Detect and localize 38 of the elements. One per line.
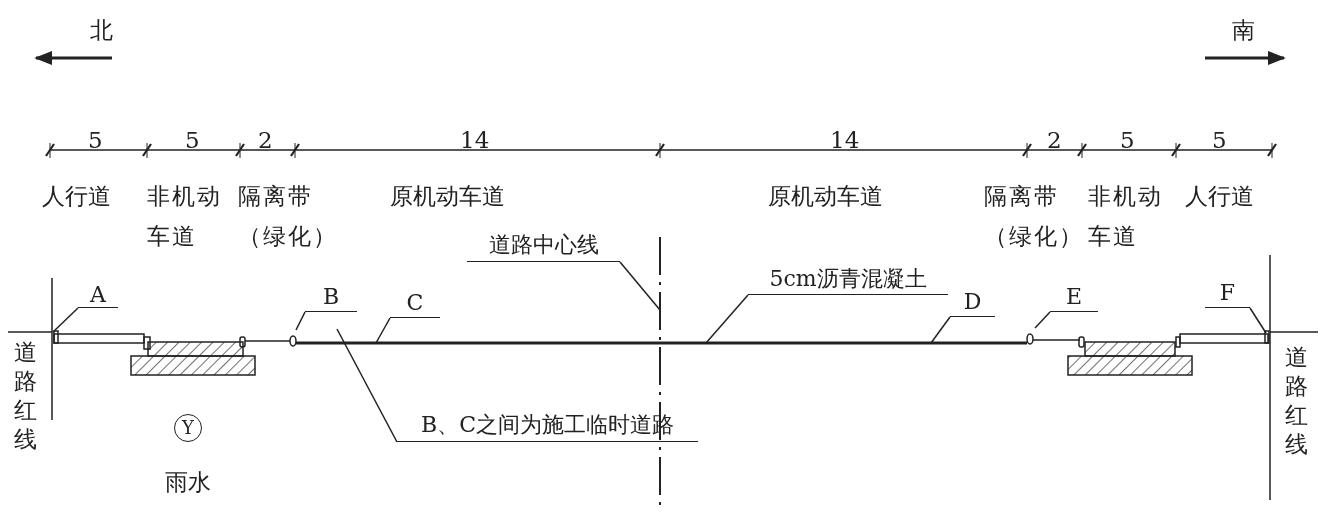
lane-label: 原机动车道: [768, 182, 883, 211]
callout-label: 道路中心线: [467, 232, 620, 262]
leader-line: [375, 317, 391, 344]
dimension-value: 5: [185, 126, 200, 155]
leader-line: [705, 294, 749, 344]
lane-label: 人行道: [1185, 182, 1254, 211]
dimension-value: 14: [460, 126, 490, 155]
leader-line: [1249, 307, 1267, 334]
leader-line: [619, 261, 661, 311]
boundary-label: 道路红线: [14, 338, 38, 454]
callout-label: D: [950, 289, 995, 317]
leader-line: [930, 316, 951, 344]
lane-label: 非机动车道: [147, 182, 223, 251]
dimension-value: 2: [258, 126, 273, 155]
dimension-value: 5: [1212, 126, 1227, 155]
symbol-caption: 雨水: [165, 468, 211, 497]
callout-label: B: [305, 284, 357, 312]
dimension-value: 2: [1047, 126, 1062, 155]
callout-label: 5cm沥青混凝土: [748, 266, 948, 295]
boundary-label: 道路红线: [1285, 343, 1309, 459]
dimension-value: 5: [1120, 126, 1135, 155]
leader-line: [1034, 311, 1051, 329]
dimension-value: 14: [830, 126, 860, 155]
direction-label: 南: [1232, 16, 1255, 45]
callout-label: E: [1050, 284, 1098, 312]
lane-label: 原机动车道: [390, 182, 505, 211]
direction-label: 北: [90, 16, 113, 45]
lane-label: 非机动车道: [1088, 182, 1164, 251]
callout-label: C: [390, 290, 440, 318]
callout-label: F: [1205, 280, 1250, 308]
callout-label: A: [78, 282, 118, 308]
leader-line: [295, 311, 306, 331]
lane-label: 隔离带（绿化）: [238, 182, 338, 251]
dimension-value: 5: [88, 126, 103, 155]
lane-label: 隔离带（绿化）: [984, 182, 1085, 251]
leader-line: [336, 328, 398, 443]
leader-line: [52, 307, 79, 333]
lane-label: 人行道: [42, 182, 111, 211]
